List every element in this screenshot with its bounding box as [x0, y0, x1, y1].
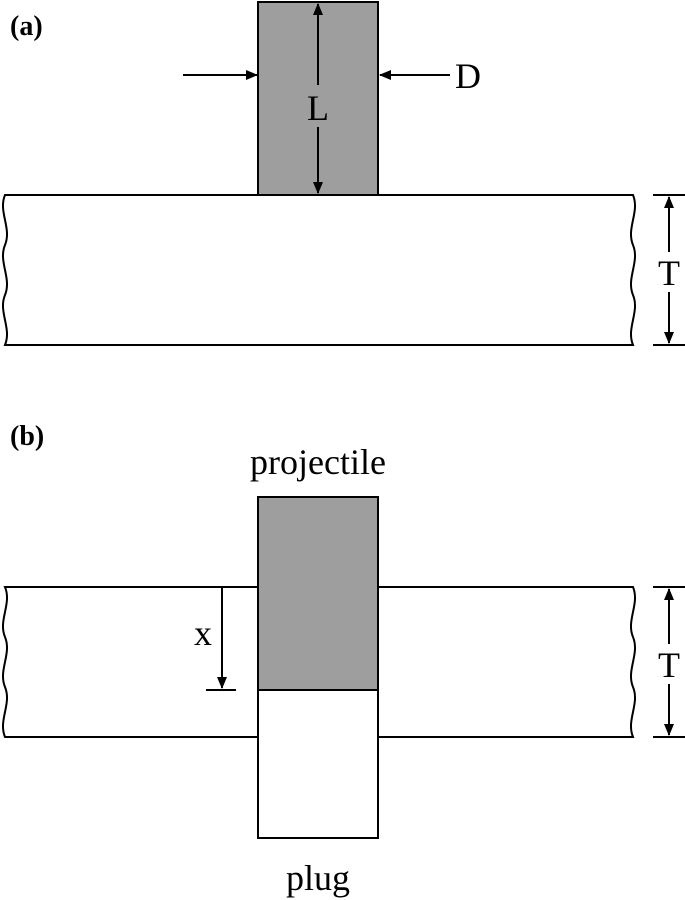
- plug: [257, 689, 379, 839]
- thickness-b-label-bg: [655, 644, 683, 684]
- projectile-b: [257, 496, 379, 691]
- thickness-b-label: T: [658, 645, 680, 685]
- panel-a: (a) L D T: [2, 1, 685, 346]
- thickness-a-label: T: [658, 253, 680, 293]
- plate-b-right: [378, 586, 636, 738]
- plate-b-left: [2, 586, 258, 738]
- length-label-bg: [300, 85, 336, 127]
- projectile-label: projectile: [250, 442, 386, 482]
- panel-b-label: (b): [10, 421, 44, 452]
- diameter-label: D: [455, 56, 481, 96]
- thickness-a-label-bg: [655, 252, 683, 292]
- panel-b: (b) projectile plug x T: [2, 421, 685, 898]
- panel-a-label: (a): [10, 11, 43, 42]
- plate-a: [2, 194, 636, 346]
- length-label: L: [307, 88, 329, 128]
- depth-label: x: [194, 613, 212, 653]
- plug-label: plug: [286, 858, 350, 898]
